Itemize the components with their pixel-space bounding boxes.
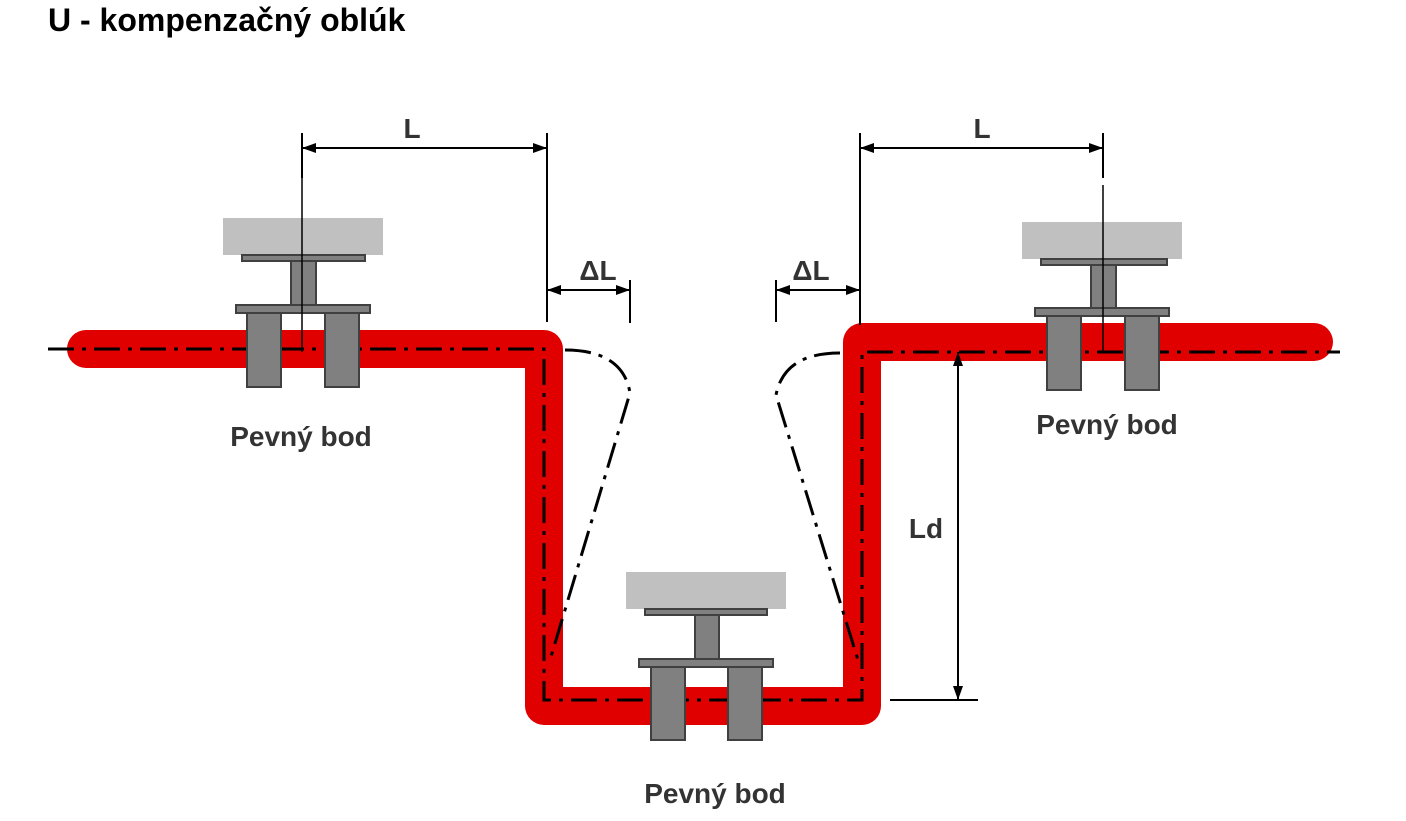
fixed-point-support-left: [223, 218, 383, 388]
dimension-lines: [301, 133, 1104, 701]
length-label-right: L: [973, 113, 990, 144]
deformed-position-left: [548, 348, 632, 661]
fixed-point-label-right: Pevný bod: [1036, 409, 1178, 440]
deformed-position-right: [774, 351, 860, 661]
delta-length-label-right: ΔL: [792, 255, 829, 286]
fixed-point-support-bottom: [626, 572, 786, 741]
leg-length-label: Ld: [909, 513, 943, 544]
page-title: U - kompenzačný oblúk: [48, 2, 406, 38]
fixed-point-label-left: Pevný bod: [230, 421, 372, 452]
delta-length-label-left: ΔL: [579, 255, 616, 286]
fixed-point-support-right: [1022, 222, 1182, 391]
fixed-point-label-bottom: Pevný bod: [644, 778, 786, 809]
length-label-left: L: [403, 113, 420, 144]
